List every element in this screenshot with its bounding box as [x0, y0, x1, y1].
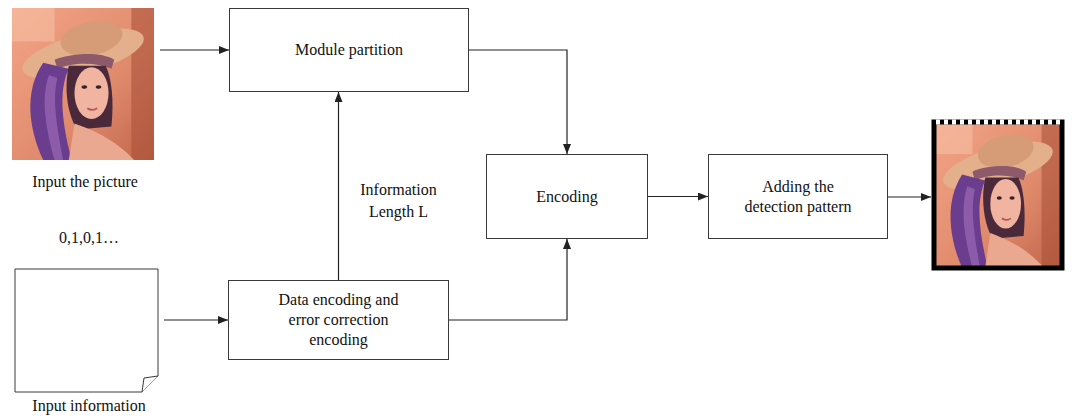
connector-arrow — [648, 196, 708, 197]
process-box: Adding the detection pattern — [708, 154, 888, 239]
connector-arrow — [469, 50, 567, 154]
node-text: Input information — [14, 396, 164, 416]
output-picture — [934, 122, 1062, 268]
picture-illustration — [10, 8, 156, 160]
edge-label: Information Length L — [357, 179, 441, 223]
node-text: 0,1,0,1… — [14, 228, 164, 248]
output-arrow — [888, 196, 931, 197]
connector-arrow — [449, 239, 567, 320]
node-text: Data encoding and error correction encod… — [264, 290, 414, 350]
connector-arrow — [164, 319, 228, 320]
document-shape — [14, 268, 160, 394]
process-box: Module partition — [229, 8, 469, 92]
node-text: Module partition — [295, 40, 403, 60]
connector-arrow — [160, 49, 229, 50]
input-picture: Input the picture — [10, 8, 160, 194]
node-text: Encoding — [536, 187, 597, 207]
connector-arrow — [338, 92, 339, 280]
process-box: Encoding — [486, 154, 648, 239]
document-node: 0,1,0,1… Input information — [14, 228, 164, 414]
node-text: Input the picture — [10, 172, 160, 192]
node-text: Adding the detection pattern — [743, 177, 853, 217]
process-box: Data encoding and error correction encod… — [228, 280, 449, 360]
